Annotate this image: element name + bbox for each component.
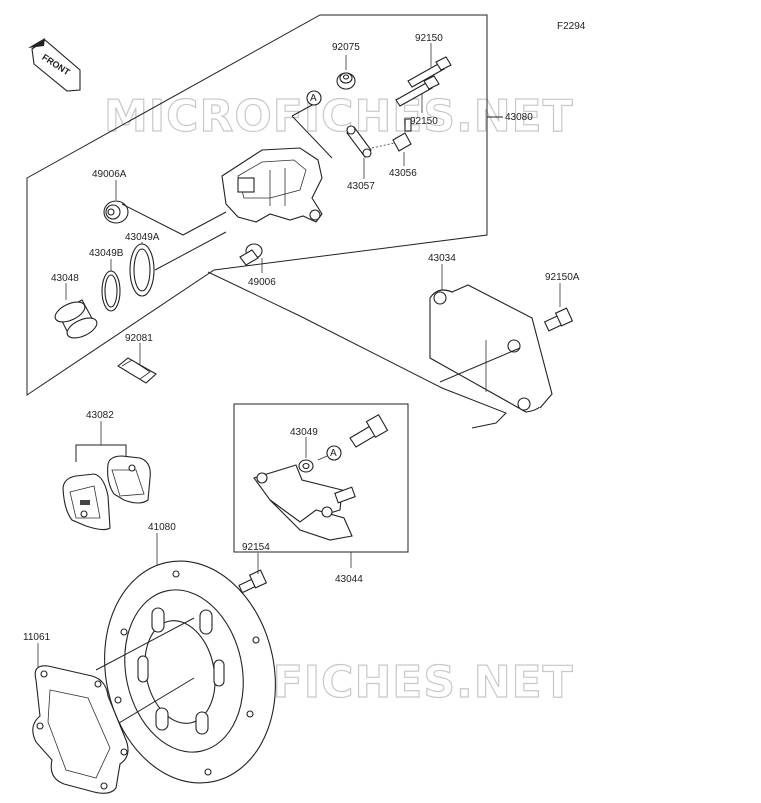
part-43082-pad-right xyxy=(107,455,151,504)
label-43080: 43080 xyxy=(505,112,533,123)
label-43049: 43049 xyxy=(290,427,318,438)
front-arrow-icon: FRONT xyxy=(28,38,81,92)
part-43049 xyxy=(298,459,314,473)
part-43049B xyxy=(101,270,121,312)
watermark-top: MICROFICHES.NET xyxy=(104,91,574,142)
label-92150-top: 92150 xyxy=(415,33,443,44)
svg-text:A: A xyxy=(330,448,337,459)
part-43044-pin xyxy=(349,413,389,448)
part-43034 xyxy=(429,284,553,413)
part-43049A xyxy=(129,243,155,297)
label-92075: 92075 xyxy=(332,42,360,53)
part-11061-gasket xyxy=(32,665,129,794)
label-43082: 43082 xyxy=(86,410,114,421)
part-caliper-body xyxy=(221,147,323,223)
part-43044-holder xyxy=(253,464,356,541)
figure-code: F2294 xyxy=(557,21,586,32)
label-92154: 92154 xyxy=(242,542,270,553)
label-11061: 11061 xyxy=(23,632,51,643)
part-43082-pad-left xyxy=(62,473,111,531)
label-41080: 41080 xyxy=(148,522,176,533)
part-92081 xyxy=(117,357,157,384)
ref-marker-a-caliper xyxy=(306,90,322,106)
label-43034: 43034 xyxy=(428,253,456,264)
part-49006 xyxy=(239,243,263,266)
part-43048 xyxy=(54,299,98,339)
label-92150A: 92150A xyxy=(545,272,580,283)
svg-text:A: A xyxy=(310,93,317,104)
part-92075 xyxy=(336,72,356,90)
label-43048: 43048 xyxy=(51,273,79,284)
label-43044: 43044 xyxy=(335,574,363,585)
part-43057 xyxy=(346,125,372,158)
part-43056 xyxy=(392,118,412,152)
part-49006A xyxy=(103,200,129,224)
ref-marker-a-holder xyxy=(326,445,342,461)
label-43056: 43056 xyxy=(389,168,417,179)
label-43049A: 43049A xyxy=(125,232,160,243)
label-92081: 92081 xyxy=(125,333,153,344)
part-92150-pin-upper xyxy=(407,56,452,88)
label-92150-mid: 92150 xyxy=(410,116,438,127)
label-49006A: 49006A xyxy=(92,169,127,180)
label-43057: 43057 xyxy=(347,181,375,192)
part-92154 xyxy=(238,569,268,594)
pad-bracket-frame xyxy=(233,403,409,553)
label-49006: 49006 xyxy=(248,277,276,288)
caliper-assembly-frame xyxy=(26,14,488,396)
part-92150-pin-lower xyxy=(395,75,440,107)
part-41080-disc xyxy=(104,560,276,784)
part-92150A xyxy=(543,307,574,332)
label-43049B: 43049B xyxy=(89,248,124,259)
